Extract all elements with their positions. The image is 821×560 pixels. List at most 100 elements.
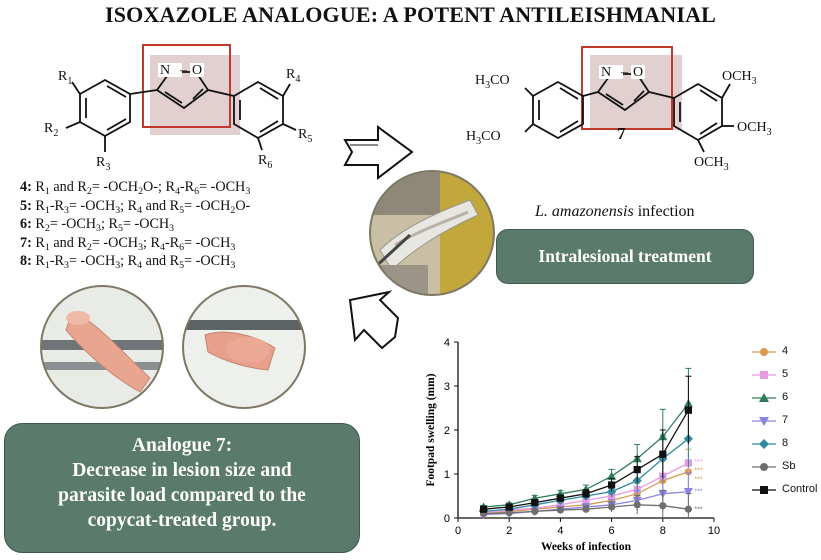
data-point-Control [556, 494, 564, 502]
data-point-Sb [531, 507, 539, 515]
y-tick-label: 3 [444, 381, 450, 393]
footpad-photo-2 [183, 286, 305, 408]
data-point-Sb [505, 509, 513, 517]
svg-text:N: N [601, 65, 611, 80]
legend-swatch [752, 439, 776, 449]
svg-text:N: N [160, 63, 170, 78]
svg-text:H3CO: H3CO [475, 73, 510, 91]
legend-item: Control [752, 483, 821, 497]
data-point-Control [633, 466, 641, 474]
svg-text:R3: R3 [96, 155, 110, 173]
compound-substituents: R1 and R2= -OCH3; R4-R6= -OCH3 [31, 234, 236, 253]
data-point-Control [608, 481, 616, 489]
x-tick-label: 2 [506, 525, 512, 537]
svg-text:OCH3: OCH3 [694, 155, 729, 173]
legend-item: 8 [752, 437, 821, 451]
svg-text:H3CO: H3CO [466, 129, 501, 147]
x-tick-label: 0 [455, 525, 461, 537]
x-tick-label: 4 [557, 525, 563, 537]
result-line-2: Decrease in lesion size and [72, 460, 292, 481]
svg-text:O: O [192, 63, 202, 78]
x-tick-label: 10 [708, 525, 720, 537]
treatment-box: Intralesional treatment [496, 229, 754, 284]
significance-label: *** [694, 459, 702, 466]
arrow-down-left [348, 290, 400, 350]
significance-label: *** [694, 506, 702, 513]
x-tick-label: 6 [609, 525, 615, 537]
x-tick-label: 8 [660, 525, 666, 537]
data-point-Sb [659, 502, 667, 510]
y-tick-label: 4 [444, 337, 450, 349]
infection-word: infection [633, 203, 695, 220]
y-tick-label: 0 [444, 513, 450, 525]
svg-text:R2: R2 [44, 121, 58, 139]
y-tick-label: 1 [444, 469, 450, 481]
significance-label: *** [694, 476, 702, 483]
legend-item: Sb [752, 460, 821, 474]
svg-text:OCH3: OCH3 [722, 69, 757, 87]
svg-text:–: – [179, 63, 188, 78]
compound-entry: 4: R1 and R2= -OCH2O-; R4-R6= -OCH3 [20, 178, 250, 197]
compound-substituents: R1 and R2= -OCH2O-; R4-R6= -OCH3 [31, 179, 251, 197]
compound-entry: 5: R1-R3= -OCH3; R4 and R5= -OCH2O- [20, 197, 250, 216]
compound-7-labels: N–O H3CO H3CO OCH3 OCH3 OCH3 [466, 65, 772, 173]
data-point-Control [582, 490, 590, 498]
significance-label: *** [694, 468, 702, 475]
legend-swatch [752, 486, 776, 494]
legend-label: Sb [782, 460, 796, 472]
data-point-6 [607, 471, 617, 480]
legend-item: 4 [752, 345, 821, 359]
data-point-7 [683, 488, 693, 497]
legend-label: 6 [782, 391, 789, 403]
result-line-3: parasite load compared to the [58, 485, 306, 506]
legend-swatch [752, 463, 776, 471]
result-line-4: copycat-treated group. [87, 510, 277, 531]
legend-swatch [752, 417, 776, 426]
y-tick-label: 2 [444, 425, 450, 437]
data-point-Sb [608, 503, 616, 511]
legend-item: 7 [752, 414, 821, 428]
result-box: Analogue 7: Decrease in lesion size and … [4, 423, 360, 553]
legend-item: 5 [752, 368, 821, 382]
svg-text:R5: R5 [298, 127, 312, 145]
compound-number: 4: [20, 179, 32, 195]
legend-label: 5 [782, 368, 789, 380]
data-point-Sb [582, 505, 590, 513]
compound-substituents: R2= -OCH3; R5= -OCH3 [31, 216, 175, 235]
legend-swatch [752, 348, 776, 356]
infection-label: L. amazonensis infection [535, 203, 695, 221]
compound-number: 7: [20, 234, 32, 251]
compound-number: 8: [20, 253, 32, 270]
compound-substituents: R1-R3= -OCH3; R4 and R5= -OCH2O- [31, 197, 251, 216]
species-name: L. amazonensis [535, 203, 634, 220]
x-axis-label: Weeks of infection [541, 541, 632, 553]
data-point-Control [505, 503, 513, 511]
compound-entry: 6: R2= -OCH3; R5= -OCH3 [20, 215, 250, 234]
svg-text:–: – [620, 65, 629, 80]
page-title: ISOXAZOLE ANALOGUE: A POTENT ANTILEISHMA… [104, 2, 717, 27]
footpad-photo-1 [41, 286, 163, 408]
legend-label: 8 [782, 437, 789, 449]
legend-swatch [752, 393, 776, 402]
legend-label: 4 [782, 345, 789, 357]
data-point-Control [659, 450, 667, 458]
svg-text:R1: R1 [58, 69, 72, 87]
legend-swatch [752, 371, 776, 379]
compound-entry: 8: R1-R3= -OCH3; R4 and R5= -OCH3 [20, 252, 250, 271]
svg-text:R4: R4 [286, 67, 300, 85]
data-point-Sb [556, 506, 564, 514]
compound-number: 6: [20, 216, 32, 233]
compound-7-number: 7 [617, 124, 626, 143]
legend-label: 7 [782, 414, 789, 426]
result-line-1: Analogue 7: [131, 435, 233, 456]
data-point-Sb [684, 505, 692, 513]
data-point-Control [684, 406, 692, 414]
svg-text:OCH3: OCH3 [737, 120, 772, 138]
data-point-Control [480, 505, 488, 513]
data-point-Sb [633, 501, 641, 509]
svg-text:R6: R6 [258, 153, 272, 171]
svg-text:O: O [633, 65, 643, 80]
